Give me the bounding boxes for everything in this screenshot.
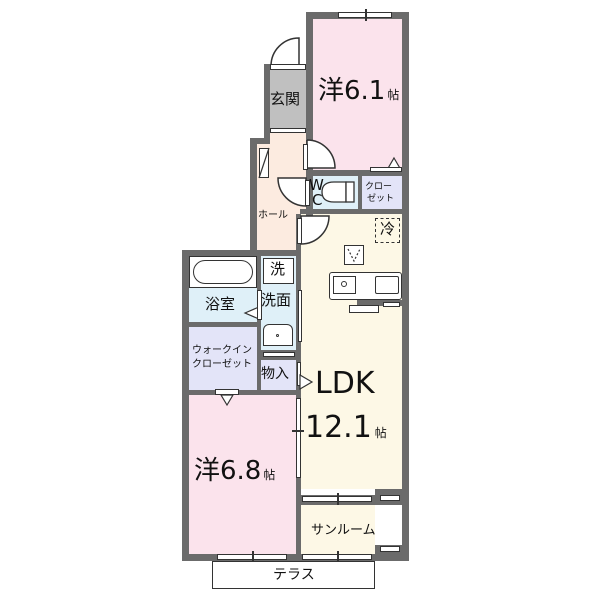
refrigerator-label: 冷 bbox=[380, 220, 396, 238]
sliding-door-storage[interactable] bbox=[297, 362, 301, 386]
ldk-size: 12.1 bbox=[305, 410, 372, 445]
wall-opening bbox=[380, 495, 400, 501]
room-unit: 帖 bbox=[263, 468, 276, 482]
genkan-step bbox=[270, 128, 306, 133]
basin-drain bbox=[276, 334, 279, 337]
window-south-bedroom bbox=[217, 551, 287, 563]
walk-in-closet bbox=[189, 327, 257, 390]
room-name: 洋6.8 bbox=[194, 456, 262, 486]
storage bbox=[261, 360, 297, 390]
sunroom bbox=[300, 505, 375, 555]
wall bbox=[358, 176, 362, 209]
wall-opening bbox=[383, 302, 400, 307]
storage-label: 物入 bbox=[261, 366, 289, 382]
wic-label-2: クローゼット bbox=[192, 359, 252, 370]
wall bbox=[307, 170, 402, 176]
closet-label-2: ゼット bbox=[367, 194, 395, 204]
entrance-door-icon[interactable] bbox=[270, 36, 301, 67]
western-room-2 bbox=[189, 395, 297, 555]
wc-label-w: W bbox=[309, 176, 324, 194]
ldk-label: LDK bbox=[315, 366, 375, 401]
ldk-unit: 帖 bbox=[374, 426, 387, 440]
room-unit: 帖 bbox=[387, 88, 400, 102]
wall bbox=[189, 390, 297, 395]
closet bbox=[362, 176, 402, 209]
window-north bbox=[338, 9, 392, 21]
kitchen-shelf bbox=[349, 305, 379, 313]
terrace bbox=[212, 561, 375, 589]
wc-door-icon[interactable] bbox=[277, 177, 308, 208]
sink-drain bbox=[341, 281, 347, 287]
toilet-icon bbox=[321, 181, 355, 203]
western-room-1 bbox=[313, 19, 402, 170]
bedroom-door-icon[interactable] bbox=[306, 139, 337, 170]
wall bbox=[357, 300, 402, 306]
wall bbox=[264, 64, 270, 140]
sunroom-label: サンルーム bbox=[311, 523, 376, 538]
washroom-label: 洗面 bbox=[261, 291, 292, 309]
wall bbox=[250, 138, 257, 252]
closet-label-1: クロー bbox=[365, 182, 393, 192]
wall bbox=[189, 322, 257, 327]
wall-opening bbox=[380, 546, 400, 552]
wall-opening bbox=[263, 352, 295, 357]
wall bbox=[182, 554, 409, 561]
shoe-cabinet-diagonal bbox=[258, 147, 270, 179]
kitchen-sink-icon bbox=[333, 276, 356, 294]
range-hood-lines bbox=[347, 248, 361, 263]
door-leaf bbox=[303, 144, 308, 170]
hall-upper bbox=[270, 132, 307, 142]
wall bbox=[182, 250, 189, 560]
window-south-sunroom bbox=[302, 551, 372, 563]
wall bbox=[375, 489, 402, 495]
bathtub-inner bbox=[193, 260, 253, 284]
wall bbox=[257, 256, 261, 390]
bathroom-label: 浴室 bbox=[205, 295, 236, 313]
laundry-label: 洗 bbox=[270, 260, 286, 278]
terrace-label: テラス bbox=[273, 567, 315, 583]
door-leaf bbox=[305, 180, 310, 206]
door-leaf bbox=[297, 218, 302, 244]
wall bbox=[402, 12, 409, 557]
wc-label-c: C bbox=[312, 191, 323, 209]
window-sunroom-north bbox=[302, 493, 372, 505]
genkan bbox=[270, 69, 306, 130]
closet-rail bbox=[370, 167, 402, 172]
wall bbox=[300, 209, 402, 214]
sliding-door-washroom[interactable] bbox=[298, 290, 302, 342]
refrigerator-space bbox=[375, 218, 400, 243]
storage-door-marker-icon bbox=[299, 373, 314, 391]
genkan-step bbox=[270, 64, 306, 70]
bathroom-door bbox=[257, 290, 262, 320]
wall bbox=[250, 138, 270, 144]
stove-icon bbox=[375, 276, 399, 294]
wic-door-marker-icon bbox=[219, 394, 235, 407]
room-name: 洋6.1 bbox=[318, 76, 386, 106]
wall bbox=[306, 12, 313, 217]
ldk-door-icon[interactable] bbox=[300, 215, 331, 246]
genkan-label: 玄関 bbox=[270, 90, 301, 108]
hall-label: ホール bbox=[258, 210, 288, 221]
sliding-door-bedroom-ldk[interactable] bbox=[296, 398, 301, 478]
door-mark bbox=[292, 430, 304, 432]
laundry-space bbox=[263, 258, 294, 284]
wic-label-1: ウォークイン bbox=[192, 345, 252, 356]
wall bbox=[182, 250, 300, 256]
